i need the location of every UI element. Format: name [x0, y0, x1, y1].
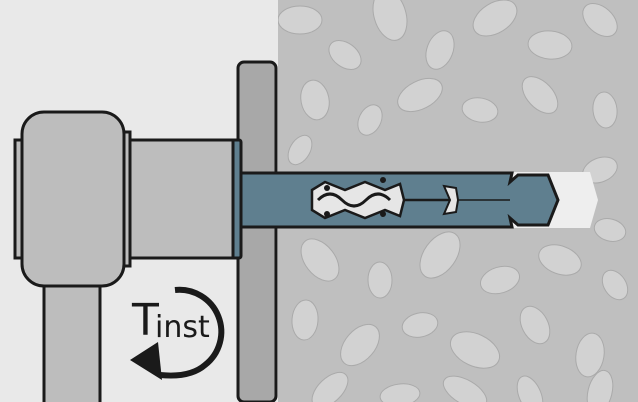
concrete-stone [287, 134, 313, 166]
anchor-rivet [324, 185, 330, 191]
concrete-stone [516, 375, 544, 402]
concrete-stone [328, 40, 362, 70]
torque-label: T inst [131, 295, 210, 346]
concrete-stone [461, 97, 499, 123]
wrench-head [20, 110, 126, 288]
concrete-stone [311, 371, 349, 402]
concrete-stone [449, 331, 501, 369]
expansion-spring [316, 192, 392, 208]
rotation-arrow-icon [130, 286, 225, 380]
concrete-stone [593, 218, 627, 242]
concrete-stone [397, 77, 443, 113]
torque-subscript: inst [155, 310, 210, 345]
torque-symbol: T [131, 295, 159, 346]
concrete-stone [367, 261, 393, 299]
concrete-stone [601, 269, 629, 301]
concrete-stone [586, 369, 614, 402]
concrete-stone [379, 383, 421, 402]
concrete-stone [340, 323, 380, 367]
concrete-stone [442, 375, 488, 402]
concrete-stone [372, 0, 408, 41]
anchor-tip-key [442, 184, 460, 216]
concrete-stone [527, 30, 573, 60]
concrete-stone [300, 79, 330, 121]
concrete-stone [538, 244, 582, 276]
concrete-stone [582, 2, 618, 38]
concrete-stone [521, 76, 559, 114]
concrete-stone [479, 265, 521, 295]
concrete-stone [419, 231, 461, 279]
anchor-rivet [324, 211, 330, 217]
fixture-plate [236, 60, 278, 402]
concrete-stone [300, 238, 340, 282]
concrete-stone [472, 0, 518, 37]
anchor-rivet [380, 177, 386, 183]
wrench-socket [121, 138, 235, 260]
concrete-stone [575, 332, 605, 378]
torque-wrench [13, 110, 235, 402]
wrench-handle [42, 268, 102, 402]
concrete-stone [278, 5, 323, 35]
concrete-stone [401, 312, 439, 338]
concrete-aggregate-stones [278, 0, 629, 402]
concrete-stone [519, 305, 551, 345]
anchor [238, 171, 560, 229]
anchor-rivet [380, 211, 386, 217]
concrete-stone [592, 91, 618, 129]
concrete-stone [357, 104, 383, 136]
concrete-stone [425, 30, 455, 70]
concrete-stone [291, 299, 319, 341]
